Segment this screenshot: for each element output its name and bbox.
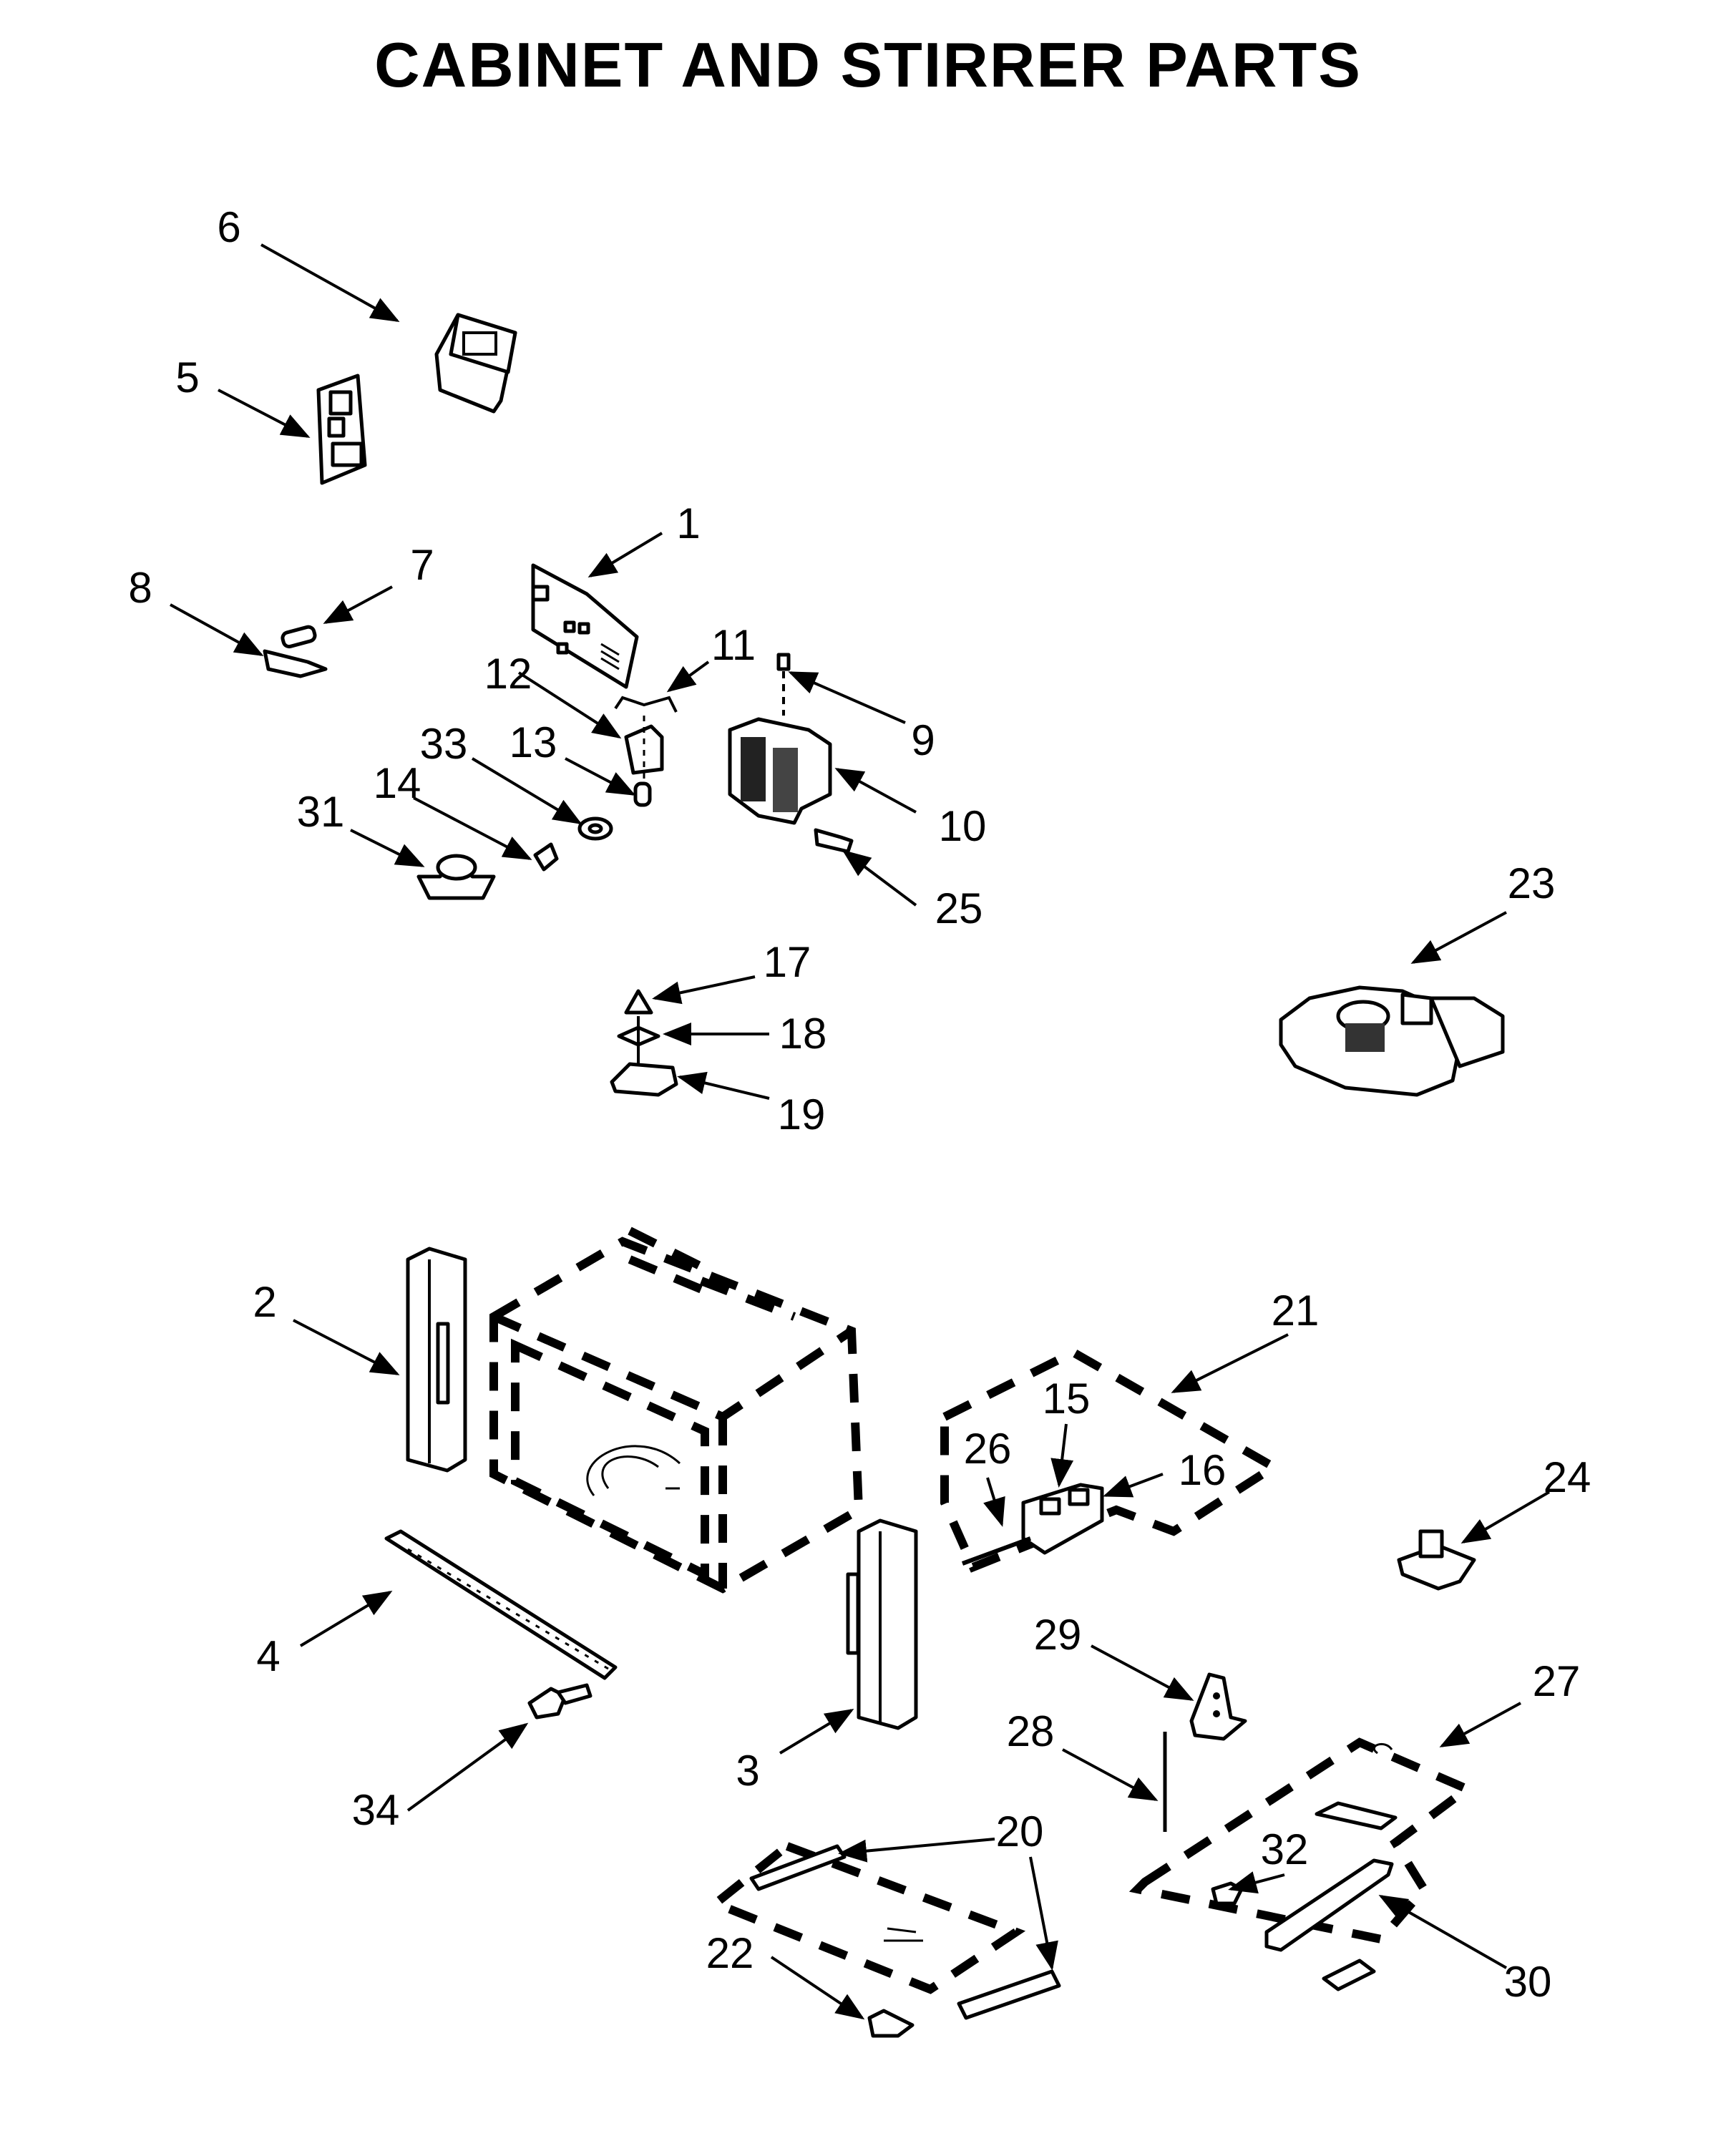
part-10-transformer: [728, 717, 832, 825]
callout-30: 30: [1504, 1958, 1552, 2006]
callout-19: 19: [778, 1091, 826, 1138]
part-33-grommet: [577, 816, 613, 841]
callout-13: 13: [509, 718, 557, 766]
part-13-connector: [633, 781, 652, 807]
part-22-bracket: [867, 2009, 915, 2038]
part-6-box: [434, 313, 517, 414]
callout-16: 16: [1179, 1446, 1227, 1494]
callout-21: 21: [1272, 1287, 1320, 1335]
callout-5: 5: [175, 353, 199, 401]
part-2-left-trim: [406, 1247, 467, 1473]
callout-1: 1: [676, 499, 700, 547]
callout-33: 33: [420, 720, 468, 768]
callout-6: 6: [217, 203, 240, 251]
callout-4: 4: [256, 1632, 280, 1680]
part-11-wire-clip: [614, 696, 678, 713]
part-31-thermostat: [416, 854, 496, 900]
part-12-switch: [624, 724, 664, 775]
callout-9: 9: [911, 716, 935, 764]
part-8-fuse-holder: [263, 649, 328, 678]
callout-numbers: 6 5 1 7 8 11 12 33 13 14 31 9 10 25 23 1…: [128, 203, 1591, 2006]
callout-26: 26: [964, 1425, 1012, 1473]
callout-11: 11: [711, 621, 756, 669]
part-25-screw: [814, 828, 854, 854]
callout-32: 32: [1261, 1825, 1309, 1873]
callout-27: 27: [1533, 1657, 1581, 1705]
callout-17: 17: [764, 938, 811, 986]
callout-18: 18: [779, 1010, 827, 1058]
part-15-switch-assembly: [1021, 1483, 1104, 1555]
part-7-fuse: [281, 625, 317, 649]
callout-31: 31: [297, 788, 345, 836]
callout-25: 25: [935, 884, 983, 932]
part-27-stirrer-assembly-dashed: [1128, 1737, 1476, 1944]
part-19-bracket: [610, 1062, 678, 1097]
part-26-rod: [961, 1536, 1032, 1566]
callout-2: 2: [253, 1278, 276, 1326]
part-17-stirrer-cone: [624, 989, 653, 1015]
callout-20: 20: [996, 1808, 1044, 1855]
part-3-right-trim: [846, 1518, 918, 1730]
callout-8: 8: [128, 564, 152, 612]
callout-15: 15: [1043, 1375, 1091, 1423]
callout-14: 14: [374, 759, 421, 807]
part-34-screw: [527, 1683, 593, 1720]
callout-12: 12: [484, 650, 532, 698]
callout-28: 28: [1007, 1707, 1055, 1755]
callout-24: 24: [1544, 1453, 1591, 1501]
part-5-control-board: [316, 374, 367, 485]
callout-3: 3: [736, 1747, 759, 1795]
part-9-terminal: [776, 653, 791, 716]
part-30-stirrer-belt: [1264, 1858, 1394, 1991]
callout-29: 29: [1034, 1611, 1082, 1659]
part-1-circuit-board: [531, 563, 639, 689]
part-24-sensor: [1397, 1529, 1476, 1591]
part-23-blower-motor: [1279, 985, 1505, 1097]
callout-10: 10: [939, 802, 987, 850]
callout-22: 22: [706, 1929, 754, 1977]
part-29-bracket: [1189, 1672, 1247, 1741]
cabinet-dashed-outline: [489, 1226, 864, 1594]
diagram-title: CABINET AND STIRRER PARTS: [374, 29, 1362, 100]
callout-23: 23: [1508, 859, 1556, 907]
callout-34: 34: [352, 1786, 400, 1834]
part-14-clip: [533, 842, 559, 872]
part-20-base-plate: [707, 1841, 1061, 2020]
leader-lines: [170, 243, 1551, 2020]
callout-7: 7: [410, 541, 434, 589]
part-4-vent-grille: [384, 1529, 618, 1680]
